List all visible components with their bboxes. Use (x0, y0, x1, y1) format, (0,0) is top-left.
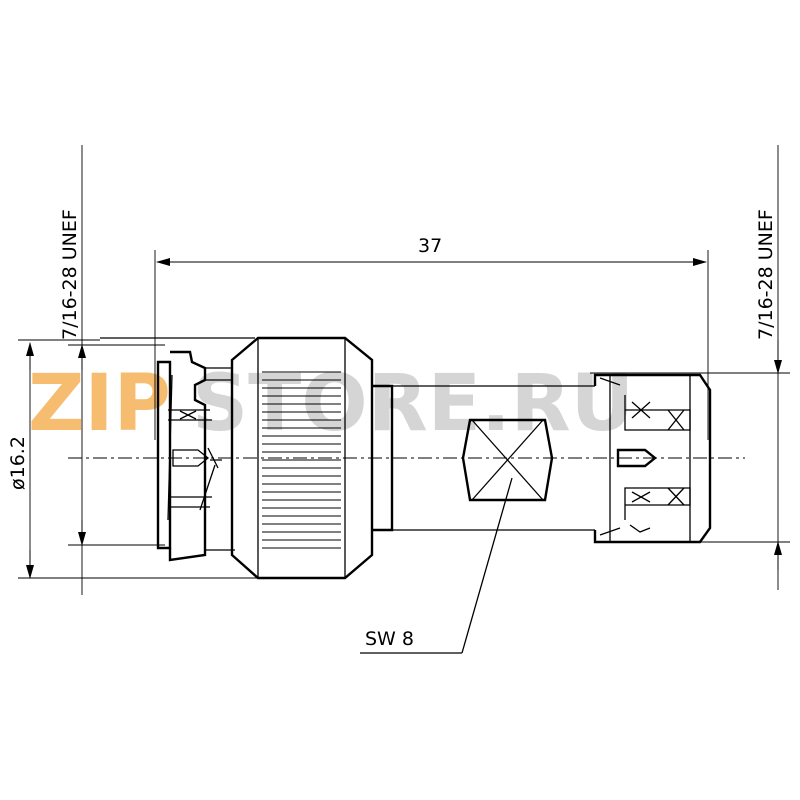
watermark: ZIP STORE.RU (28, 359, 634, 449)
left-thread-dimension: 7/16-28 UNEF (59, 145, 165, 595)
adapter-body (372, 384, 595, 532)
knurl-lines (262, 371, 341, 549)
left-plug-body (100, 337, 255, 562)
center-pin (616, 448, 657, 468)
coupling-nut (230, 336, 374, 580)
watermark-text-zip: ZIP (28, 359, 171, 449)
length-label: 37 (418, 235, 442, 257)
right-jack-body (593, 373, 712, 544)
wrench-size-label: SW 8 (365, 628, 414, 650)
length-dimension: 37 (154, 235, 709, 440)
hex-flats (461, 418, 554, 502)
right-thread-dimension: 7/16-28 UNEF (590, 145, 790, 590)
left-thread-label: 7/16-28 UNEF (59, 209, 81, 340)
wrench-size-leader: SW 8 (360, 477, 513, 654)
diameter-label: ø16.2 (7, 436, 29, 490)
right-thread-label: 7/16-28 UNEF (755, 209, 777, 340)
diameter-dimension: ø16.2 (7, 339, 265, 579)
